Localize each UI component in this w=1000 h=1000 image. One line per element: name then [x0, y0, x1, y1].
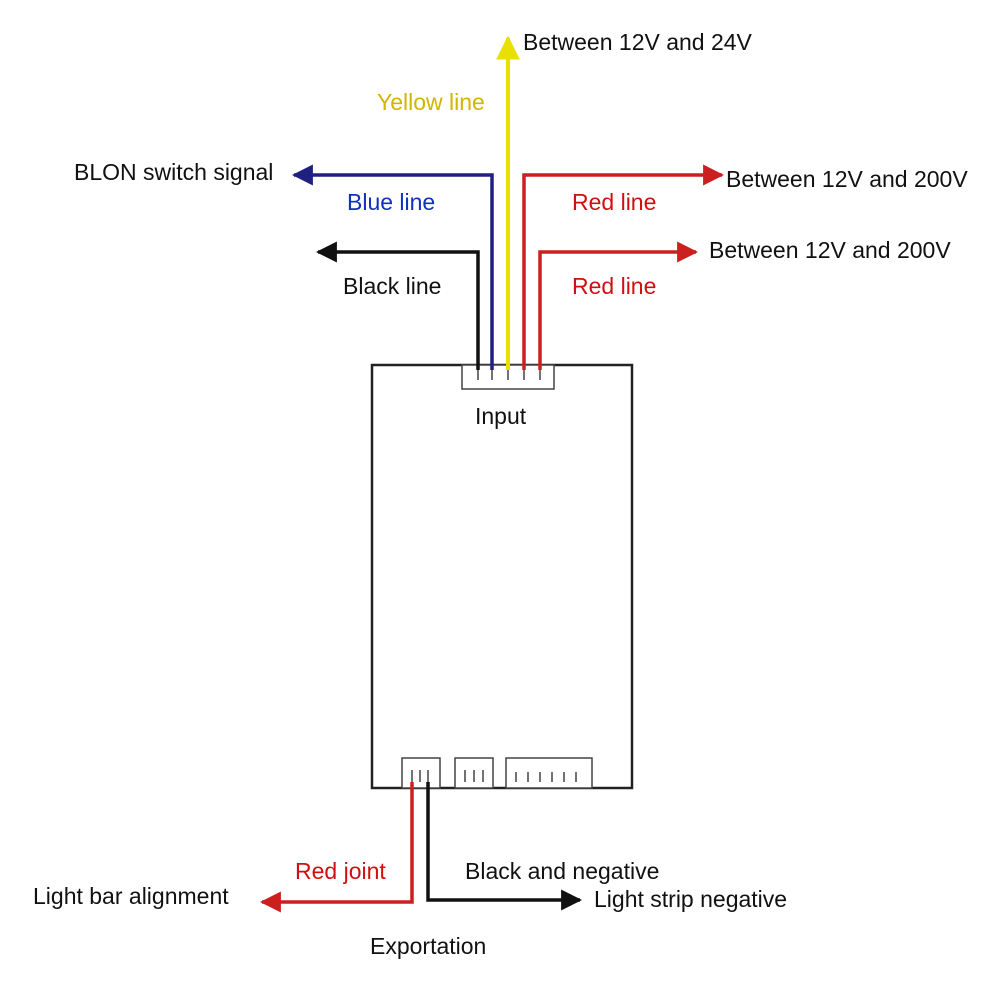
blue-wire	[291, 164, 494, 370]
output-connector-left	[401, 757, 441, 789]
red-wire-2	[538, 241, 699, 370]
label-black-line: Black line	[343, 273, 441, 299]
black-negative-wire	[426, 782, 583, 911]
label-red-line-1: Red line	[572, 189, 656, 215]
label-black-negative: Black and negative	[465, 858, 659, 884]
output-connector-right	[505, 757, 593, 789]
label-between-12-200-1: Between 12V and 200V	[726, 166, 968, 192]
black-wire-top	[315, 241, 480, 370]
output-connector-pins	[411, 770, 577, 782]
label-yellow-line: Yellow line	[377, 89, 485, 115]
label-between-12-200-2: Between 12V and 200V	[709, 237, 951, 263]
label-between-12-24: Between 12V and 24V	[523, 29, 753, 55]
red-joint-wire	[259, 782, 414, 913]
label-light-strip-negative: Light strip negative	[594, 886, 787, 912]
label-light-bar-alignment: Light bar alignment	[33, 883, 229, 909]
red-wire-1	[522, 164, 725, 370]
label-blue-line: Blue line	[347, 189, 435, 215]
label-red-joint: Red joint	[295, 858, 386, 884]
label-blon-signal: BLON switch signal	[74, 159, 273, 185]
label-exportation: Exportation	[370, 933, 486, 959]
label-red-line-2: Red line	[572, 273, 656, 299]
label-input: Input	[475, 403, 527, 429]
input-connector-pins	[477, 370, 541, 380]
